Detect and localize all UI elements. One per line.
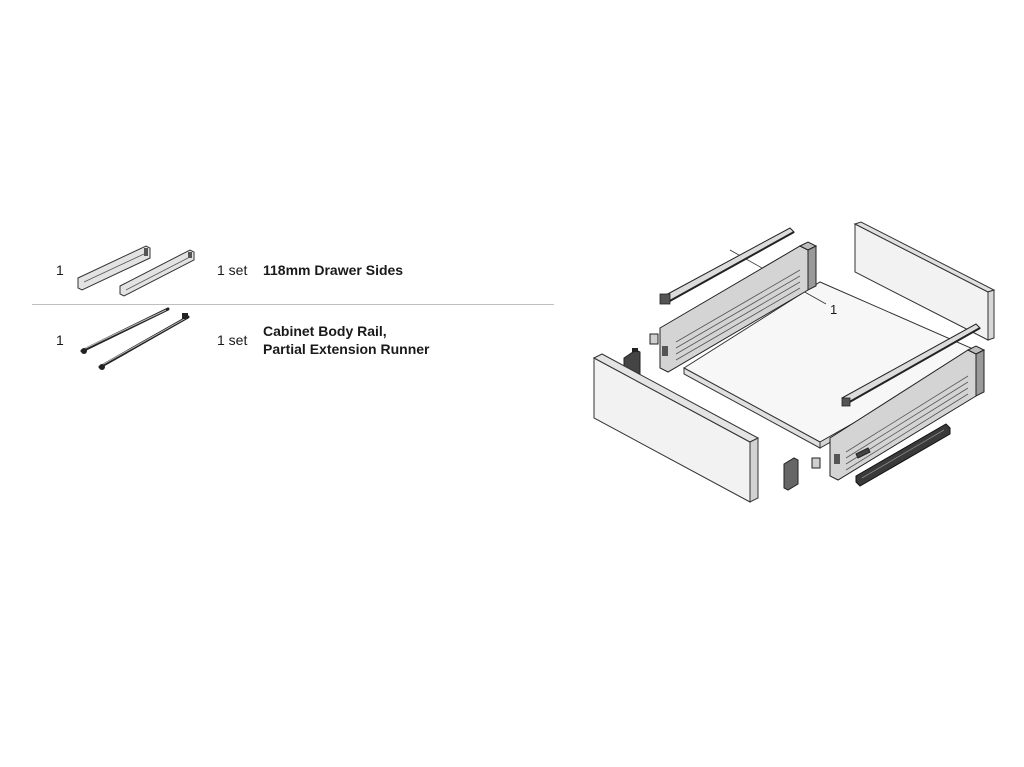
damper-unit — [855, 423, 951, 487]
part-description-line: Cabinet Body Rail, — [263, 323, 387, 339]
part-set: 1 set — [217, 262, 248, 278]
front-panel — [592, 353, 760, 503]
part-set: 1 set — [217, 332, 248, 348]
back-panel — [853, 221, 996, 341]
parts-list: 1 1 set 118mm Drawer Sides 1 — [0, 228, 560, 385]
part-description-line: Partial Extension Runner — [263, 341, 430, 357]
exploded-drawer-diagram: 1 — [592, 221, 996, 503]
part-description: 118mm Drawer Sides — [263, 261, 403, 279]
callout-label: 1 — [830, 302, 837, 317]
runner-rails-icon — [80, 307, 190, 370]
right-front-fittings — [783, 447, 871, 491]
left-runner-rail — [659, 227, 795, 305]
right-runner-rail — [841, 323, 981, 407]
part-row-drawer-sides: 1 1 set 118mm Drawer Sides — [0, 228, 560, 304]
part-row-runner: 1 1 set Cabinet Body Rail, Partial Exten… — [0, 305, 560, 385]
row-divider — [32, 304, 554, 305]
part-description: Cabinet Body Rail, Partial Extension Run… — [263, 322, 429, 358]
drawer-sides-icon — [77, 245, 195, 297]
part-description-line: 118mm Drawer Sides — [263, 262, 404, 278]
part-quantity: 1 — [56, 332, 64, 348]
left-drawer-side — [659, 241, 818, 373]
part-quantity: 1 — [56, 262, 64, 278]
right-drawer-side — [829, 345, 986, 481]
